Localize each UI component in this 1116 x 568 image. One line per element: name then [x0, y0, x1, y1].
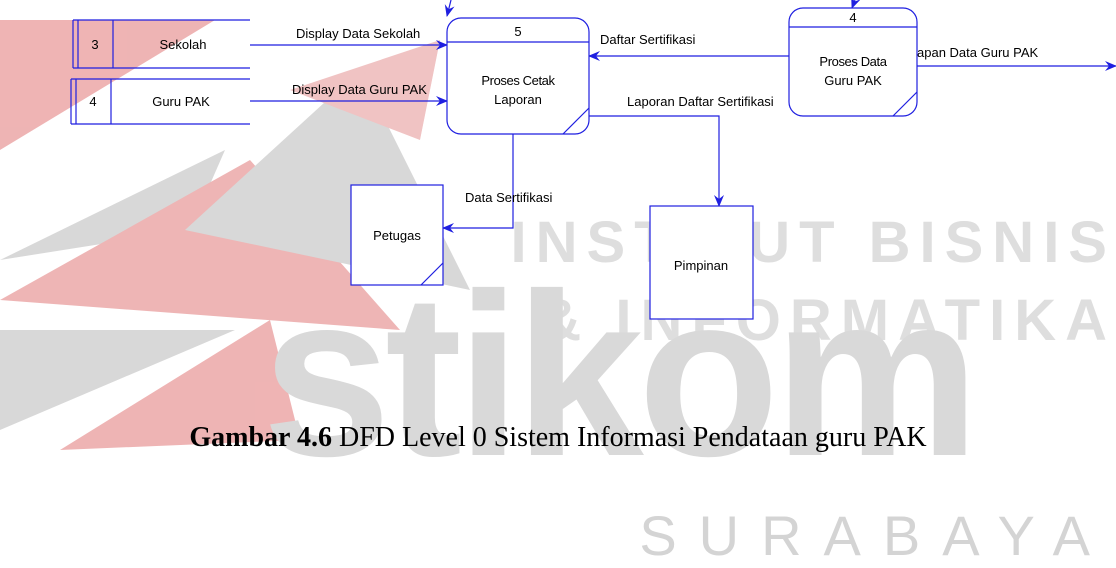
flow-data-sertifikasi-label: Data Sertifikasi [465, 190, 553, 205]
flow-out-guru-label: apan Data Guru PAK [917, 45, 1038, 60]
process-4-id: 4 [849, 10, 856, 25]
process-5-name-2: Laporan [494, 92, 542, 107]
data-store-guru-pak [70, 78, 250, 125]
process-5 [446, 17, 590, 135]
watermark-wordmark: stikom [262, 246, 974, 505]
data-store-guru-name: Guru PAK [152, 94, 210, 109]
entity-petugas-name: Petugas [373, 228, 421, 243]
top-arrow-process4 [851, 0, 861, 9]
process-5-name-1: Proses Cetak [481, 73, 555, 88]
entity-pimpinan-name: Pimpinan [674, 258, 728, 273]
process-4 [788, 7, 918, 117]
flow-display-guru-label: Display Data Guru PAK [292, 82, 427, 97]
figure-caption-label: Gambar 4.6 [189, 422, 332, 453]
flow-laporan-daftar-label: Laporan Daftar Sertifikasi [627, 94, 774, 109]
process-4-name-1: Proses Data [819, 54, 887, 69]
flow-laporan-daftar-line [589, 115, 724, 207]
data-store-sekolah [72, 19, 250, 69]
top-arrow-process5 [444, 0, 455, 17]
flow-lines [250, 0, 1116, 233]
data-store-sekolah-id: 3 [91, 37, 98, 52]
flow-display-sekolah-label: Display Data Sekolah [296, 26, 420, 41]
entity-pimpinan [649, 205, 754, 320]
process-4-name-2: Guru PAK [824, 73, 882, 88]
watermark-line2: & INFORMATIKA [539, 288, 1116, 353]
flow-daftar-sertifikasi-label: Daftar Sertifikasi [600, 32, 695, 47]
data-store-sekolah-name: Sekolah [160, 37, 207, 52]
watermark-city: SURABAYA [639, 504, 1112, 567]
entity-petugas [350, 184, 444, 286]
figure-caption: Gambar 4.6 DFD Level 0 Sistem Informasi … [0, 422, 1116, 454]
watermark-line1: INSTITUT BISNIS [511, 210, 1116, 275]
flow-data-sertifikasi-line [442, 134, 514, 233]
process-5-id: 5 [514, 24, 521, 39]
figure-caption-text: DFD Level 0 Sistem Informasi Pendataan g… [331, 422, 927, 453]
data-store-guru-id: 4 [89, 94, 96, 109]
